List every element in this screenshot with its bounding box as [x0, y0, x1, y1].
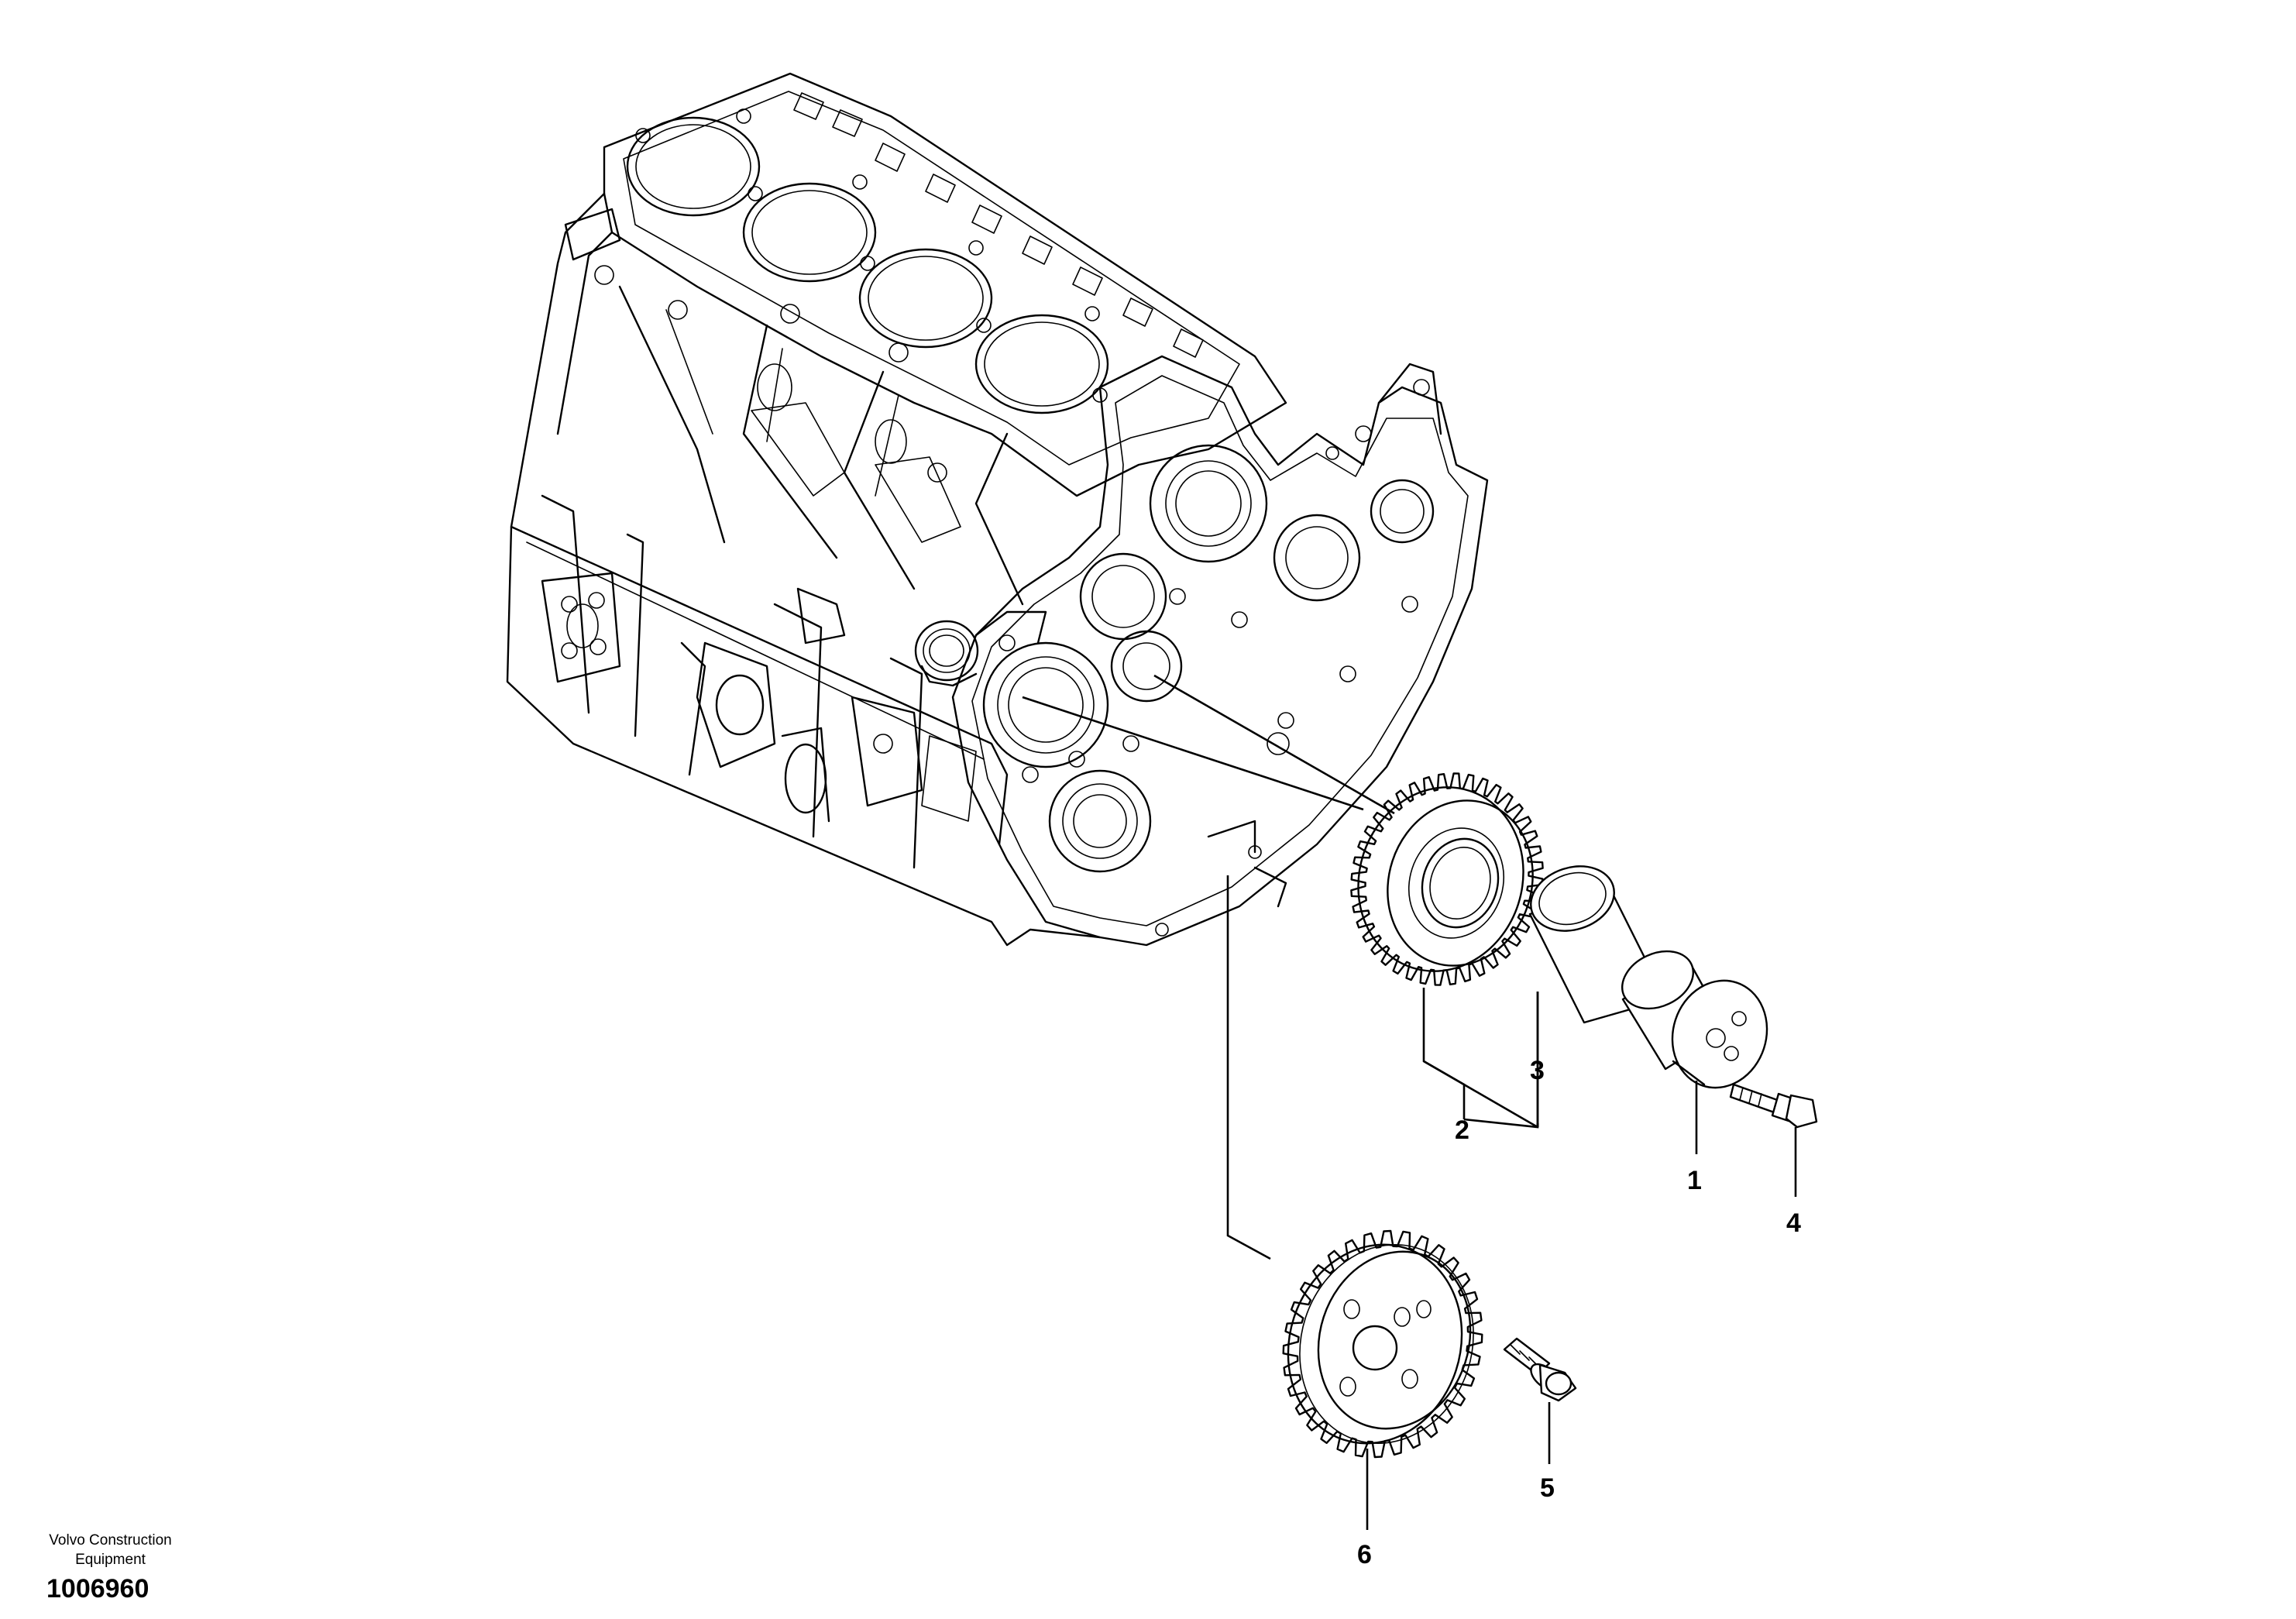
engine-block [506, 72, 1489, 947]
callout-labels: 1 2 3 4 5 6 [1357, 1056, 1801, 1569]
callout-3: 3 [1530, 1056, 1545, 1085]
callout-2: 2 [1455, 1115, 1469, 1145]
idler-gear-teeth [1350, 772, 1544, 986]
drawing-number: 1006960 [46, 1574, 150, 1604]
callout-1: 1 [1687, 1166, 1702, 1195]
crank-gear-item-6 [1282, 1229, 1483, 1459]
gear-tooth-profile [1350, 772, 1544, 986]
callout-6: 6 [1357, 1540, 1372, 1569]
idler-shaft-item-1 [1621, 950, 1768, 1089]
flange-bolt-item-5 [1503, 1337, 1577, 1402]
company-line-2: Equipment [75, 1552, 146, 1568]
company-line-1: Volvo Construction [49, 1532, 172, 1549]
assembly-leaders [1022, 674, 1395, 1260]
callout-5: 5 [1540, 1473, 1555, 1503]
bolt-item-4 [1729, 1083, 1818, 1129]
crank-gear-teeth [1282, 1229, 1483, 1459]
callout-leaders [1366, 988, 1797, 1530]
company-credit: Volvo Construction Equipment [23, 1531, 198, 1569]
callout-4: 4 [1786, 1208, 1801, 1238]
gear-tooth-profile [1282, 1229, 1483, 1459]
idler-gear-item-2 [1350, 772, 1544, 986]
